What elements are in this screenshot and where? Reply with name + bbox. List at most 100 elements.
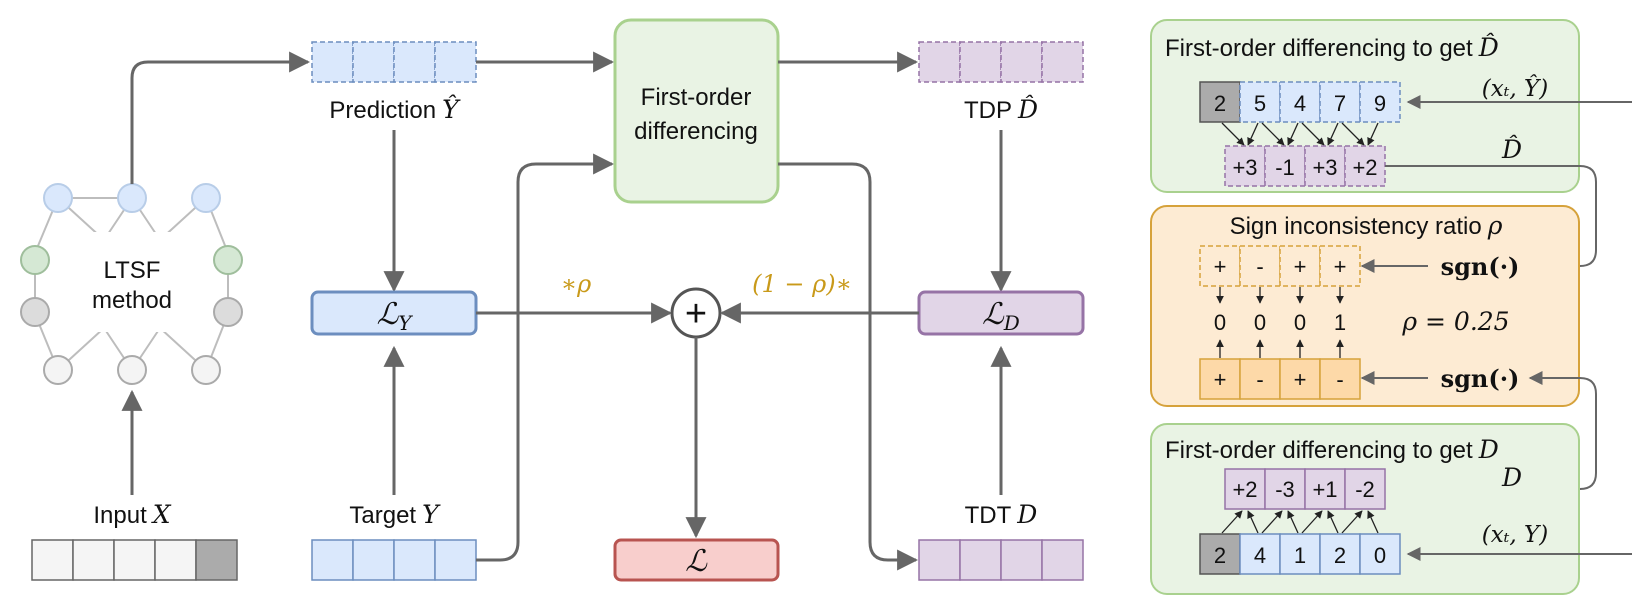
prediction-cell: [311, 41, 354, 83]
bottom-value: 1: [1294, 543, 1306, 568]
input-cell: [31, 539, 74, 581]
target-cell: [393, 539, 436, 581]
loss-box: [613, 538, 780, 582]
bottom-difference-arrows: [1221, 510, 1379, 534]
bottom-value: 2: [1334, 543, 1346, 568]
bottom-value-cells: [1239, 533, 1401, 575]
rho-weight-label: ∗ρ: [561, 270, 591, 298]
loss-d-label: ℒD: [982, 297, 1020, 335]
indicator-arrows: [1216, 287, 1344, 358]
bottom-diff: -2: [1355, 477, 1375, 502]
tdt-sequence: [918, 539, 1084, 581]
top-value-cells: [1239, 81, 1401, 123]
indicator-value: 0: [1214, 310, 1226, 335]
top-diff: +3: [1232, 155, 1257, 180]
bottom-diff: +1: [1312, 477, 1337, 502]
bottom-panel-input-label: (xₜ, Y): [1482, 522, 1548, 548]
top-value: 5: [1254, 91, 1266, 116]
arrow-dhat-to-sign: [1385, 165, 1597, 273]
top-value: 7: [1334, 91, 1346, 116]
bottom-diff-cells: [1224, 468, 1386, 510]
hidden-node: [213, 297, 243, 327]
arrow-differencing-to-tdt: [778, 162, 919, 571]
input-node: [117, 355, 147, 385]
rho-result: ρ = 0.25: [1401, 307, 1509, 336]
differencing-label-line1: First-order: [641, 84, 752, 111]
prediction-cell: [393, 41, 436, 83]
input-cell-last: [195, 539, 238, 581]
top-value: 9: [1374, 91, 1386, 116]
indicator-value: 0: [1294, 310, 1306, 335]
ltsf-label-line1: LTSF: [104, 257, 161, 284]
hidden-node: [20, 245, 50, 275]
pred-sign: -: [1256, 254, 1263, 279]
bottom-value: 4: [1254, 543, 1266, 568]
input-cell: [154, 539, 197, 581]
target-sequence: [311, 539, 477, 581]
target-cell: [352, 539, 395, 581]
top-history-cell: [1199, 81, 1241, 123]
bottom-diff-label: D: [1501, 463, 1522, 492]
tdp-cell: [1041, 41, 1084, 83]
arrow-target-to-differencing: [476, 153, 615, 562]
one-minus-rho-weight-label: (1 − ρ)∗: [752, 270, 852, 298]
indicator-value: 1: [1334, 310, 1346, 335]
differencing-box: [613, 18, 780, 204]
pred-sign: +: [1334, 254, 1347, 279]
arrow-d-to-sign: [1385, 371, 1597, 490]
ltsf-label-background: [50, 232, 216, 332]
bottom-value: 0: [1374, 543, 1386, 568]
top-difference-arrows: [1221, 122, 1379, 146]
hidden-node: [213, 245, 243, 275]
ltsf-nodes: [20, 183, 243, 385]
differencing-label-line2: differencing: [634, 118, 758, 145]
prediction-cell: [352, 41, 395, 83]
input-cell: [113, 539, 156, 581]
target-cell: [311, 539, 354, 581]
bottom-diff: -3: [1275, 477, 1295, 502]
input-node: [191, 355, 221, 385]
top-panel-input-label: (xₜ, Ŷ): [1482, 75, 1548, 102]
true-sign: -: [1336, 367, 1343, 392]
plus-symbol: +: [685, 293, 707, 335]
input-cell: [72, 539, 115, 581]
tdt-cell: [959, 539, 1002, 581]
tdp-sequence: [918, 41, 1084, 83]
pred-sign-cells: [1199, 245, 1361, 287]
input-sequence: [31, 539, 238, 581]
tdt-cell: [1000, 539, 1043, 581]
loss-label: ℒ: [685, 544, 708, 579]
indicator-value: 0: [1254, 310, 1266, 335]
pred-sign: +: [1294, 254, 1307, 279]
arrow-model-to-prediction: [130, 51, 311, 184]
true-sign: -: [1256, 367, 1263, 392]
tdp-cell: [959, 41, 1002, 83]
bottom-diff: +2: [1232, 477, 1257, 502]
pred-sign: +: [1214, 254, 1227, 279]
output-node: [191, 183, 221, 213]
true-sign: +: [1294, 367, 1307, 392]
top-value: 4: [1294, 91, 1306, 116]
top-diff-label: D̂: [1501, 135, 1522, 164]
top-diff-cells: [1224, 145, 1386, 187]
tdt-cell: [1041, 539, 1084, 581]
sgn-top-label: sgn(·): [1441, 252, 1520, 281]
bottom-history-cell: [1199, 533, 1241, 575]
prediction-cell: [434, 41, 477, 83]
hidden-node: [20, 297, 50, 327]
loss-y-label: ℒY: [377, 297, 414, 335]
output-node: [43, 183, 73, 213]
target-cell: [434, 539, 477, 581]
tdp-cell: [918, 41, 961, 83]
tdt-cell: [918, 539, 961, 581]
ltsf-label-line2: method: [92, 287, 172, 314]
